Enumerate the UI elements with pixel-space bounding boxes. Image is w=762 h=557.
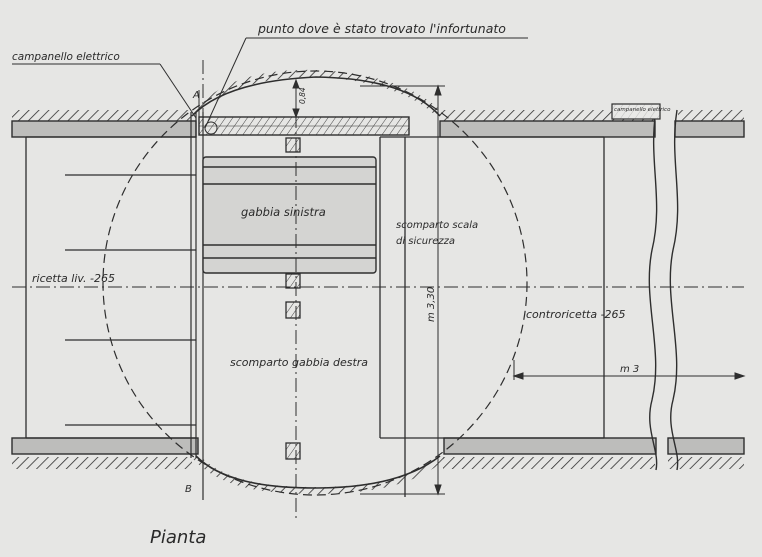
dim-width-label: m 3 [620, 364, 639, 375]
ricetta-label: ricetta liv. -265 [32, 272, 115, 285]
point-b-label: B [185, 484, 192, 495]
left-cage-label: gabbia sinistra [241, 205, 326, 219]
plan-title: Pianta [150, 527, 206, 548]
top-beam [198, 116, 410, 136]
stair-label-line1: scomparto scala [396, 220, 478, 231]
stair-label-line2: di sicurezza [396, 236, 455, 247]
bell-box [611, 103, 661, 120]
break-lines [648, 109, 679, 471]
ricetta-chamber [25, 136, 196, 439]
shaft-circle [102, 70, 528, 496]
dim-height-label: m 3,30 [426, 287, 437, 322]
bell-label: campanello elettrico [12, 51, 120, 63]
ground-hatching-bottom [12, 456, 744, 494]
controricetta-label: controricetta -265 [526, 308, 626, 321]
right-cage-label: scomparto gabbia destra [230, 356, 368, 369]
centre-lines [12, 60, 744, 520]
found-point-label: punto dove è stato trovato l'infortunato [257, 21, 506, 36]
dim-small-label: 0,84 [298, 87, 307, 104]
dimension-small [292, 78, 300, 119]
left-cage [202, 156, 377, 274]
dimension-height [360, 84, 445, 496]
point-a-label: A [192, 90, 200, 101]
leader-lines [12, 37, 528, 135]
bell-box-label: campanello elettrico [614, 107, 671, 113]
dimension-width [512, 360, 746, 380]
